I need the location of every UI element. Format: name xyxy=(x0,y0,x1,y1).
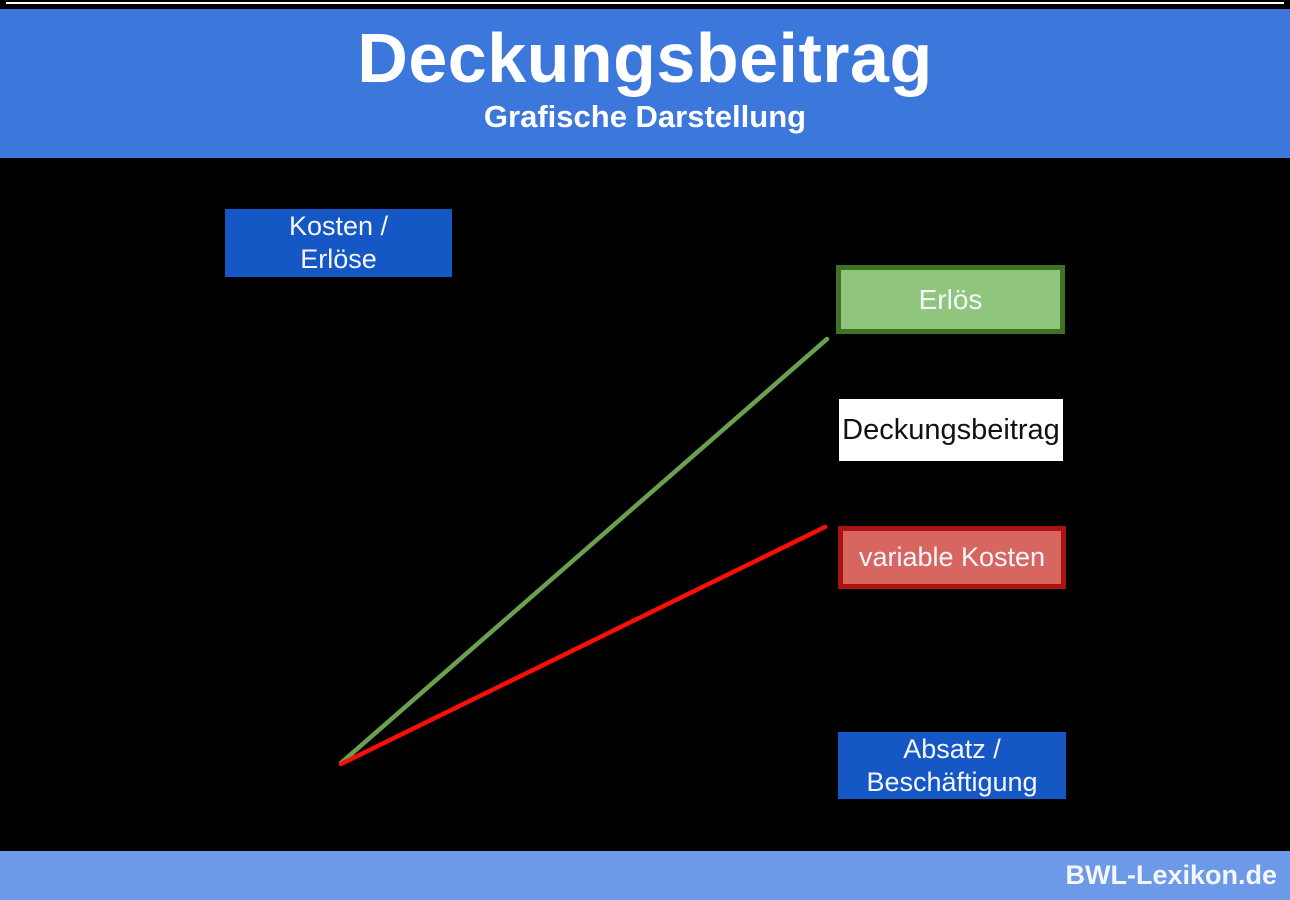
variable-kosten-line xyxy=(338,524,828,767)
page-title: Deckungsbeitrag xyxy=(357,19,933,97)
x-axis-label-box: Absatz / Beschäftigung xyxy=(838,732,1066,799)
y-axis-label-line2: Erlöse xyxy=(300,244,377,274)
deckungsbeitrag-legend-box: Deckungsbeitrag xyxy=(839,399,1063,461)
top-border-line xyxy=(6,2,1284,4)
erloes-line xyxy=(338,336,830,766)
erloes-label: Erlös xyxy=(918,283,983,315)
y-axis-label-box: Kosten / Erlöse xyxy=(225,209,452,277)
page-subtitle: Grafische Darstellung xyxy=(483,98,807,134)
erloes-legend-box: Erlös xyxy=(836,265,1065,334)
x-axis-label-line1: Absatz / xyxy=(903,733,1001,764)
x-axis-label-line2: Beschäftigung xyxy=(866,766,1038,797)
variable-kosten-label: variable Kosten xyxy=(858,542,1046,572)
y-axis-label-line1: Kosten / xyxy=(288,211,389,241)
deckungsbeitrag-label: Deckungsbeitrag xyxy=(842,413,1060,446)
footer-bar: BWL-Lexikon.de xyxy=(0,851,1290,900)
footer-brand: BWL-Lexikon.de xyxy=(1065,860,1277,890)
header-banner: Deckungsbeitrag Grafische Darstellung xyxy=(0,9,1290,158)
variable-kosten-legend-box: variable Kosten xyxy=(838,526,1066,589)
